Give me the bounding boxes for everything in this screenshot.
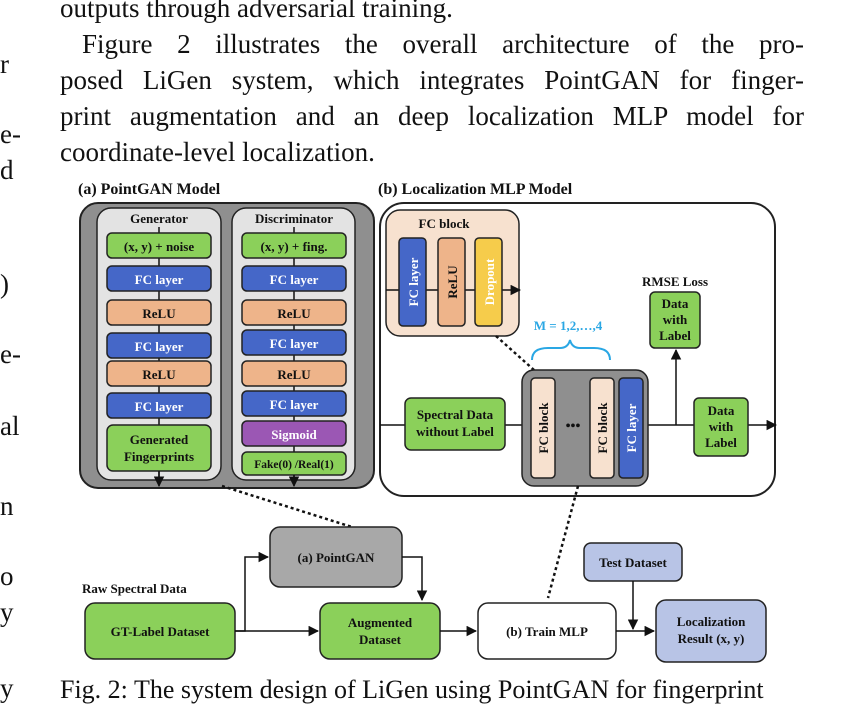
data-with-label-top-line1: Data: [662, 296, 689, 311]
m-range-label: M = 1,2,…,4: [534, 318, 603, 333]
pointgan-box-label: (a) PointGAN: [298, 550, 376, 565]
fc-block-dropout: Dropout: [482, 258, 497, 305]
raw-spectral-label: Raw Spectral Data: [82, 581, 187, 596]
generator-input: (x, y) + noise: [124, 239, 194, 254]
rmse-loss-label: RMSE Loss: [642, 274, 708, 289]
generator-relu-2: ReLU: [142, 367, 176, 382]
margin-fragment: e-: [0, 119, 21, 149]
discriminator-fc-3: FC layer: [270, 397, 319, 412]
panel-a-title: (a) PointGAN Model: [78, 181, 221, 198]
fc-block-title: FC block: [419, 216, 471, 231]
discriminator-fc-1: FC layer: [270, 272, 319, 287]
margin-fragment: ): [0, 269, 9, 299]
margin-fragment: n: [0, 491, 14, 521]
train-mlp-box: (b) Train MLP: [506, 624, 588, 639]
margin-fragment: e-: [0, 339, 21, 369]
generator-fc-1: FC layer: [135, 272, 184, 287]
data-with-label-top-line3: Label: [659, 328, 691, 343]
generator-fc-2: FC layer: [135, 339, 184, 354]
gt-label-dataset: GT-Label Dataset: [111, 624, 210, 639]
margin-fragment: d: [0, 155, 14, 185]
generator-relu-1: ReLU: [142, 306, 176, 321]
margin-fragment: y: [0, 597, 14, 627]
panel-b-title: (b) Localization MLP Model: [378, 181, 573, 198]
test-dataset-box: Test Dataset: [599, 555, 667, 570]
fc-block-relu: ReLU: [445, 265, 460, 299]
discriminator-title: Discriminator: [255, 211, 333, 226]
margin-fragment: r: [0, 49, 9, 79]
discriminator-input: (x, y) + fing.: [261, 239, 328, 254]
data-with-label-top-line2: with: [663, 312, 688, 327]
m-range-brace: [531, 339, 611, 361]
spectral-input-line2: without Label: [416, 424, 494, 439]
body-text-line-0: outputs through adversarial training.: [60, 0, 453, 23]
data-with-label-right-line1: Data: [708, 403, 735, 418]
body-text-line-2: posed LiGen system, which integrates Poi…: [60, 65, 804, 95]
mlp-fc-layer: FC layer: [624, 403, 639, 452]
generator-fc-3: FC layer: [135, 399, 184, 414]
generator-output-line2: Fingerprints: [124, 449, 194, 464]
discriminator-fc-2: FC layer: [270, 336, 319, 351]
data-with-label-right-line2: with: [709, 419, 734, 434]
augmented-dataset-line1: Augmented: [348, 615, 413, 630]
discriminator-relu-2: ReLU: [277, 367, 311, 382]
mlp-ellipsis: •••: [566, 419, 581, 434]
margin-fragment: o: [0, 561, 14, 591]
generator-output-line1: Generated: [130, 432, 189, 447]
data-with-label-right-line3: Label: [705, 435, 737, 450]
margin-fragment: al: [0, 411, 20, 441]
figure-caption: Fig. 2: The system design of LiGen using…: [60, 675, 764, 704]
discriminator-output: Fake(0) /Real(1): [254, 459, 334, 471]
mlp-fc-block-2: FC block: [595, 402, 610, 454]
localization-result-line2: Result (x, y): [678, 631, 745, 646]
discriminator-relu-1: ReLU: [277, 306, 311, 321]
localization-result-line1: Localization: [677, 614, 746, 629]
augmented-dataset-line2: Dataset: [359, 632, 402, 647]
fc-block-fc-layer: FC layer: [406, 257, 421, 306]
body-text-line-3: print augmentation and an deep localizat…: [60, 101, 804, 131]
body-text-line-1: Figure 2 illustrates the overall archite…: [82, 29, 804, 59]
body-text-line-4: coordinate-level localization.: [60, 137, 375, 167]
generator-title: Generator: [130, 211, 188, 226]
spectral-input-line1: Spectral Data: [417, 407, 494, 422]
mlp-fc-block-1: FC block: [536, 402, 551, 454]
discriminator-sigmoid: Sigmoid: [271, 427, 317, 442]
